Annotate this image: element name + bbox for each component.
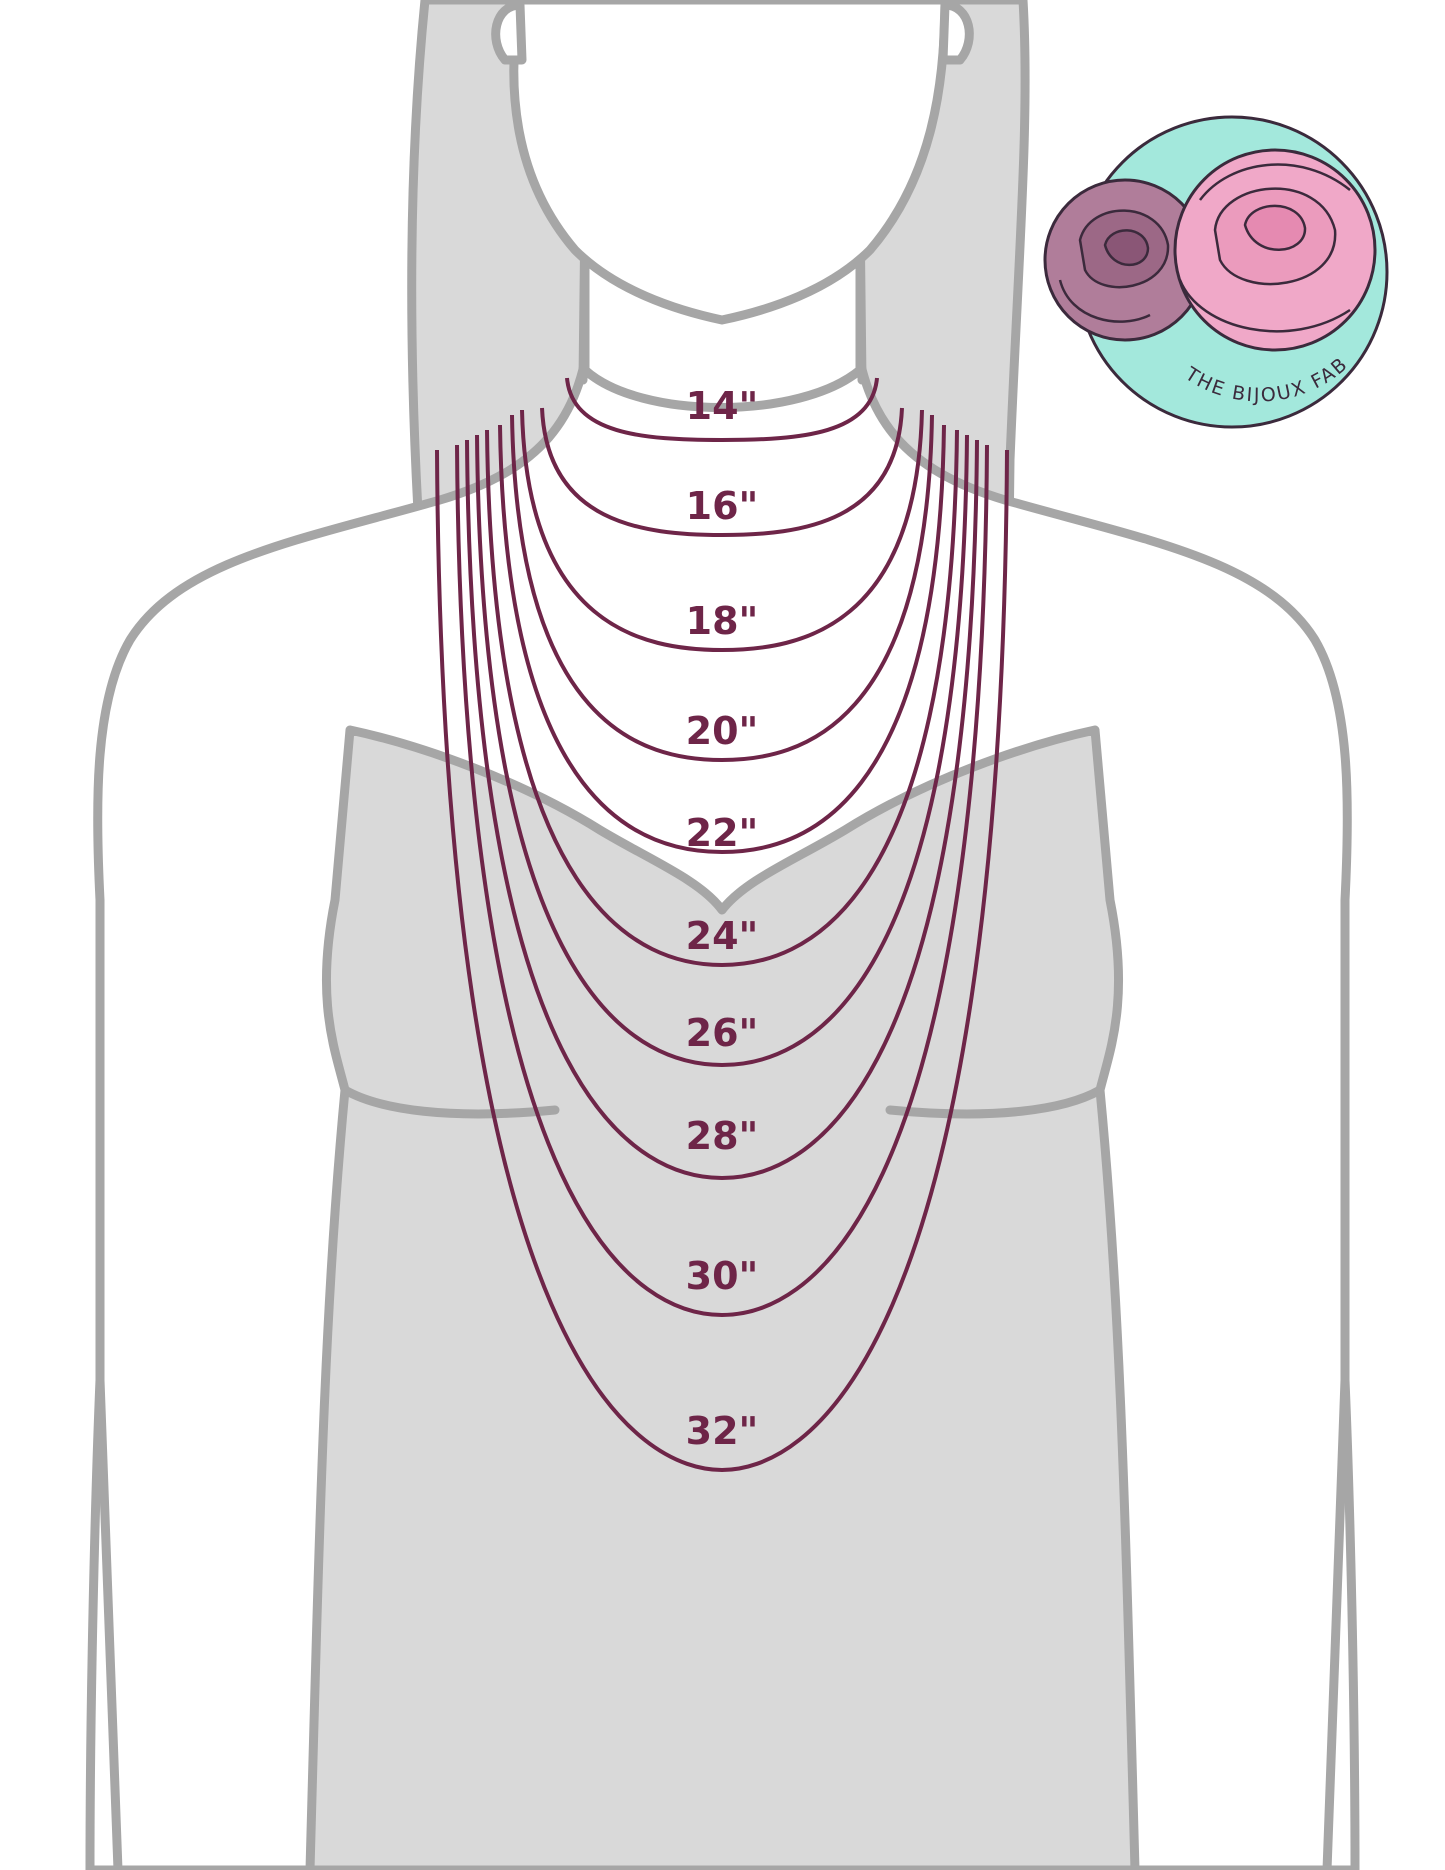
brand-logo: THE BIJOUX FAB xyxy=(1043,115,1389,429)
length-label: 24" xyxy=(686,914,759,958)
necklace-chain-16in xyxy=(540,407,904,538)
length-label: 32" xyxy=(686,1409,759,1453)
length-label: 28" xyxy=(686,1114,759,1158)
left-ear xyxy=(491,0,527,65)
necklace-chain-32in xyxy=(435,449,1009,1473)
rose-mauve-icon xyxy=(1043,178,1207,342)
necklace-chain-18in xyxy=(520,409,924,653)
necklace-chain-20in xyxy=(510,414,934,763)
length-label: 30" xyxy=(686,1254,759,1298)
length-label: 22" xyxy=(686,811,759,855)
necklace-chain-28in xyxy=(465,439,979,1181)
dress xyxy=(305,725,1140,1870)
necklace-chain-14in xyxy=(565,377,879,443)
necklace-chain-24in xyxy=(485,429,959,968)
length-label: 16" xyxy=(686,484,759,528)
right-arm-line xyxy=(1322,1375,1350,1870)
rose-pink-icon xyxy=(1173,148,1377,352)
dress-right-bust-line xyxy=(885,1085,1105,1119)
necklace-chain-30in xyxy=(455,444,989,1318)
length-label: 26" xyxy=(686,1011,759,1055)
left-arm-line xyxy=(95,1375,123,1870)
face xyxy=(509,0,950,325)
length-label: 14" xyxy=(686,384,759,428)
necklace-labels: 14" 16" 18" 20" 22" 24" 26" 28" 30" 32" xyxy=(686,384,759,1453)
right-ear xyxy=(938,0,974,65)
necklace-chains xyxy=(435,377,1009,1473)
necklace-chain-26in xyxy=(475,434,969,1068)
length-label: 20" xyxy=(686,709,759,753)
necklace-chain-22in xyxy=(498,424,946,855)
length-label: 18" xyxy=(686,599,759,643)
dress-left-bust-line xyxy=(340,1085,560,1119)
